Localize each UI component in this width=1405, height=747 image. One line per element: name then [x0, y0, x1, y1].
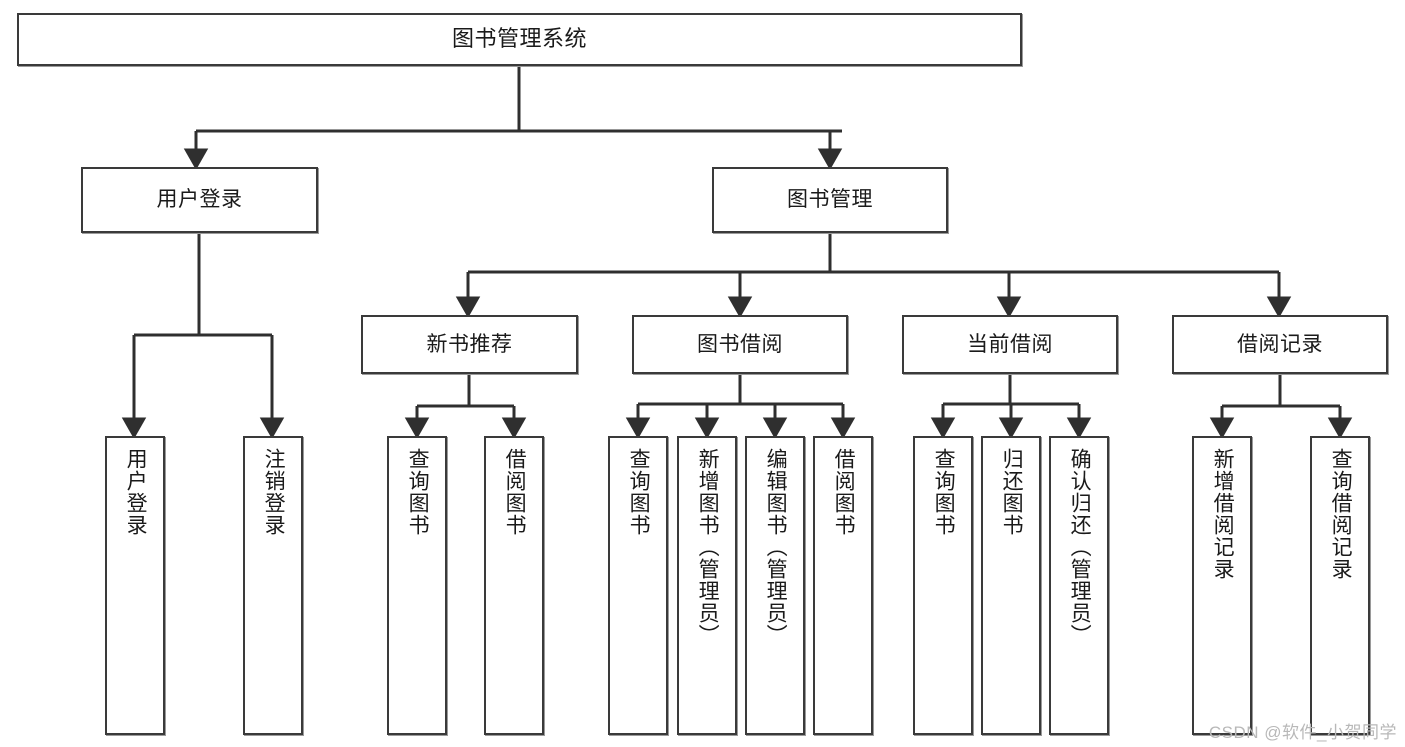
node-leaf-edit-book[interactable]: 编辑图书（管理员）	[745, 436, 805, 735]
node-leaf-query-book-cb-label: 查询图书	[932, 448, 956, 536]
node-leaf-query-book-rec-label: 查询图书	[406, 448, 430, 536]
node-borrow-record-label: 借阅记录	[1237, 332, 1323, 356]
node-book-borrow[interactable]: 图书借阅	[632, 315, 848, 374]
node-root-label: 图书管理系统	[451, 26, 587, 52]
node-leaf-user-login-label: 用户登录	[124, 448, 148, 536]
node-book-borrow-label: 图书借阅	[697, 332, 783, 356]
node-leaf-query-book-br-label: 查询图书	[627, 448, 651, 536]
node-leaf-user-login[interactable]: 用户登录	[105, 436, 165, 735]
node-leaf-query-book-br[interactable]: 查询图书	[608, 436, 668, 735]
node-leaf-add-record[interactable]: 新增借阅记录	[1192, 436, 1252, 735]
node-leaf-return-book-label: 归还图书	[1000, 448, 1024, 536]
node-new-book-rec-label: 新书推荐	[426, 332, 513, 356]
node-leaf-add-book-label: 新增图书（管理员）	[696, 448, 720, 646]
node-book-manage[interactable]: 图书管理	[712, 167, 948, 233]
csdn-watermark: CSDN @软件_小贺同学	[1208, 723, 1397, 742]
node-leaf-query-record-label: 查询借阅记录	[1329, 448, 1353, 580]
node-leaf-borrow-book-rec-label: 借阅图书	[503, 448, 527, 536]
node-new-book-rec[interactable]: 新书推荐	[361, 315, 578, 374]
node-book-manage-label: 图书管理	[787, 188, 873, 212]
node-leaf-query-record[interactable]: 查询借阅记录	[1310, 436, 1370, 735]
node-user-login-label: 用户登录	[156, 188, 243, 212]
node-leaf-logout-label: 注销登录	[262, 448, 286, 536]
node-leaf-add-book[interactable]: 新增图书（管理员）	[677, 436, 737, 735]
node-current-borrow[interactable]: 当前借阅	[902, 315, 1118, 374]
node-leaf-logout[interactable]: 注销登录	[243, 436, 303, 735]
node-leaf-return-book[interactable]: 归还图书	[981, 436, 1041, 735]
node-leaf-borrow-book-br-label: 借阅图书	[832, 448, 856, 536]
node-leaf-borrow-book-br[interactable]: 借阅图书	[813, 436, 873, 735]
node-leaf-edit-book-label: 编辑图书（管理员）	[764, 448, 788, 646]
node-leaf-borrow-book-rec[interactable]: 借阅图书	[484, 436, 544, 735]
node-leaf-confirm-return-label: 确认归还（管理员）	[1068, 448, 1092, 646]
node-root[interactable]: 图书管理系统	[17, 13, 1022, 66]
node-leaf-query-book-rec[interactable]: 查询图书	[387, 436, 447, 735]
node-leaf-add-record-label: 新增借阅记录	[1211, 448, 1235, 580]
node-leaf-query-book-cb[interactable]: 查询图书	[913, 436, 973, 735]
node-user-login[interactable]: 用户登录	[81, 167, 318, 233]
node-borrow-record[interactable]: 借阅记录	[1172, 315, 1388, 374]
node-current-borrow-label: 当前借阅	[967, 332, 1053, 356]
node-leaf-confirm-return[interactable]: 确认归还（管理员）	[1049, 436, 1109, 735]
